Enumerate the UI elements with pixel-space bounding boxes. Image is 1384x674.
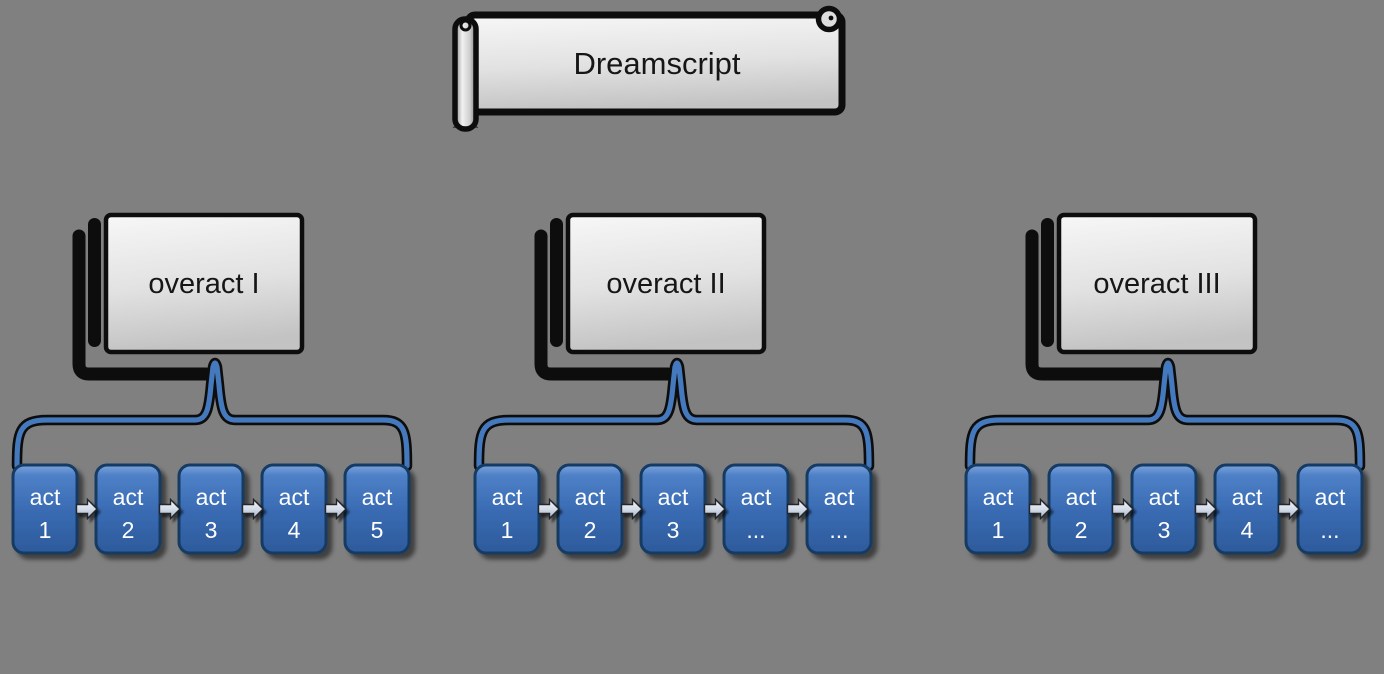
brace <box>964 357 1366 472</box>
scroll-roll-icon <box>452 16 479 132</box>
arrow-right-icon <box>158 497 181 521</box>
overact-group-2: overact II act 1 act 2 act 3 act ... act <box>473 212 875 555</box>
act-word: act <box>492 484 523 510</box>
overact-box <box>103 212 305 355</box>
act-box: act 1 <box>964 463 1032 555</box>
act-box: act 2 <box>556 463 624 555</box>
act-box: act 3 <box>639 463 707 555</box>
act-box: act 5 <box>343 463 411 555</box>
act-word: act <box>658 484 689 510</box>
flow-arrows <box>537 497 809 521</box>
act-num: 2 <box>122 517 135 543</box>
act-num: 1 <box>992 517 1005 543</box>
act-num: 3 <box>205 517 218 543</box>
act-word: act <box>1315 484 1346 510</box>
flow-arrows <box>1028 497 1300 521</box>
overact-box <box>565 212 767 355</box>
arrow-right-icon <box>620 497 643 521</box>
overact-group-3: overact III act 1 act 2 act 3 act 4 act <box>964 212 1366 555</box>
overact-group-1: overact I act 1 act 2 act 3 act 4 act <box>11 212 413 555</box>
act-box: act 4 <box>260 463 328 555</box>
shadow-bar <box>88 218 101 347</box>
overact-label: overact II <box>606 268 725 300</box>
act-box: act ... <box>722 463 790 555</box>
overact-label: overact III <box>1093 268 1220 300</box>
act-word: act <box>362 484 393 510</box>
brace <box>473 357 875 472</box>
arrow-right-icon <box>1194 497 1217 521</box>
act-num: 1 <box>501 517 514 543</box>
act-num: 3 <box>667 517 680 543</box>
shadow-bar <box>1041 218 1054 347</box>
act-num: 3 <box>1158 517 1171 543</box>
arrow-right-icon <box>537 497 560 521</box>
act-box: act 3 <box>177 463 245 555</box>
act-num: 4 <box>1241 517 1254 543</box>
banner-reflection <box>452 123 846 184</box>
act-box: act 2 <box>94 463 162 555</box>
act-word: act <box>30 484 61 510</box>
arrow-right-icon <box>75 497 98 521</box>
overact-box <box>1056 212 1258 355</box>
act-box: act 1 <box>11 463 79 555</box>
act-word: act <box>1232 484 1263 510</box>
act-num: 1 <box>39 517 52 543</box>
act-num: ... <box>829 517 848 543</box>
act-num: 2 <box>584 517 597 543</box>
act-box: act 3 <box>1130 463 1198 555</box>
act-box: act ... <box>805 463 873 555</box>
act-word: act <box>824 484 855 510</box>
act-word: act <box>575 484 606 510</box>
elbow-connector <box>534 229 675 381</box>
act-box: act 1 <box>473 463 541 555</box>
act-num: 2 <box>1075 517 1088 543</box>
arrow-right-icon <box>703 497 726 521</box>
act-word: act <box>1066 484 1097 510</box>
act-word: act <box>113 484 144 510</box>
act-num: 5 <box>371 517 384 543</box>
elbow-connector <box>1025 229 1166 381</box>
act-word: act <box>741 484 772 510</box>
act-box: act 2 <box>1047 463 1115 555</box>
arrow-right-icon <box>241 497 264 521</box>
arrow-right-icon <box>786 497 809 521</box>
arrow-right-icon <box>1028 497 1051 521</box>
act-num: 4 <box>288 517 301 543</box>
act-box: act ... <box>1296 463 1364 555</box>
banner-scroll: Dreamscript <box>452 5 846 184</box>
elbow-connector <box>72 229 213 381</box>
act-word: act <box>1149 484 1180 510</box>
act-num: ... <box>746 517 765 543</box>
arrow-right-icon <box>1277 497 1300 521</box>
arrow-right-icon <box>324 497 347 521</box>
banner-title: Dreamscript <box>573 46 740 81</box>
act-word: act <box>279 484 310 510</box>
flow-arrows <box>75 497 347 521</box>
act-box: act 4 <box>1213 463 1281 555</box>
overact-label: overact I <box>148 268 259 300</box>
scroll-curl-icon <box>815 5 843 33</box>
act-num: ... <box>1320 517 1339 543</box>
arrow-right-icon <box>1111 497 1134 521</box>
act-word: act <box>196 484 227 510</box>
shadow-bar <box>550 218 563 347</box>
act-word: act <box>983 484 1014 510</box>
brace <box>11 357 413 472</box>
